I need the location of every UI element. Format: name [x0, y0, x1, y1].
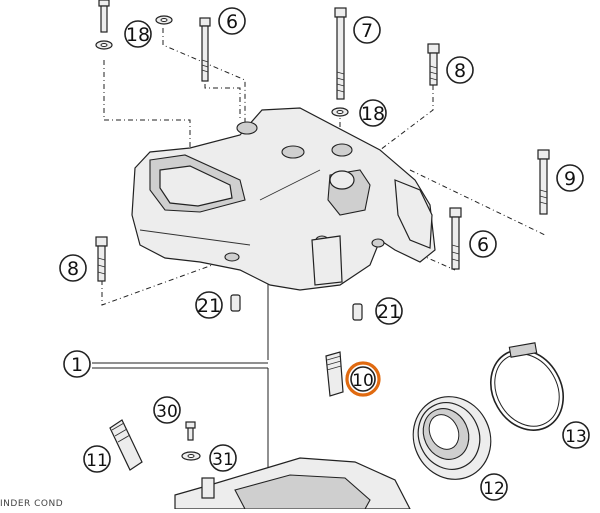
svg-text:18: 18 [361, 103, 385, 125]
callout-11: 11 [83, 445, 111, 473]
callout-6a: 6 [218, 7, 246, 35]
callout-30: 30 [153, 396, 181, 424]
long-bolts [95, 0, 550, 282]
callout-31: 31 [209, 444, 237, 472]
callout-21b: 21 [375, 297, 403, 325]
svg-text:21: 21 [377, 301, 401, 323]
lower-housing [174, 457, 411, 510]
washers [95, 15, 349, 461]
svg-text:7: 7 [361, 20, 373, 42]
small-parts [109, 294, 363, 471]
callout-9: 9 [556, 164, 584, 192]
svg-text:6: 6 [226, 11, 238, 33]
callout-8b: 8 [446, 56, 474, 84]
callout-13: 13 [562, 421, 590, 449]
svg-text:13: 13 [565, 427, 587, 447]
cylinder-head [131, 107, 436, 291]
svg-text:6: 6 [477, 234, 489, 256]
callout-1: 1 [63, 350, 91, 378]
callout-6b: 6 [469, 230, 497, 258]
svg-text:8: 8 [454, 60, 466, 82]
svg-text:12: 12 [483, 479, 505, 499]
callout-18a: 18 [124, 20, 152, 48]
svg-text:31: 31 [212, 450, 234, 470]
callout-10-highlighted: 10 [345, 361, 381, 397]
svg-text:21: 21 [197, 295, 221, 317]
callout-18b: 18 [359, 99, 387, 127]
svg-text:18: 18 [126, 24, 150, 46]
svg-text:30: 30 [156, 402, 178, 422]
svg-text:11: 11 [86, 451, 108, 471]
svg-text:9: 9 [564, 168, 576, 190]
callout-labels: 18 6 7 8 18 9 6 8 [59, 7, 590, 501]
callout-12: 12 [480, 473, 508, 501]
svg-text:8: 8 [67, 258, 79, 280]
callout-7: 7 [353, 16, 381, 44]
svg-text:10: 10 [352, 371, 374, 391]
callout-8a: 8 [59, 254, 87, 282]
svg-text:1: 1 [71, 354, 83, 376]
intake-boot [412, 396, 492, 480]
callout-21a: 21 [195, 291, 223, 319]
hose-clamp [490, 342, 564, 431]
footer-caption: INDER COND [0, 499, 64, 509]
